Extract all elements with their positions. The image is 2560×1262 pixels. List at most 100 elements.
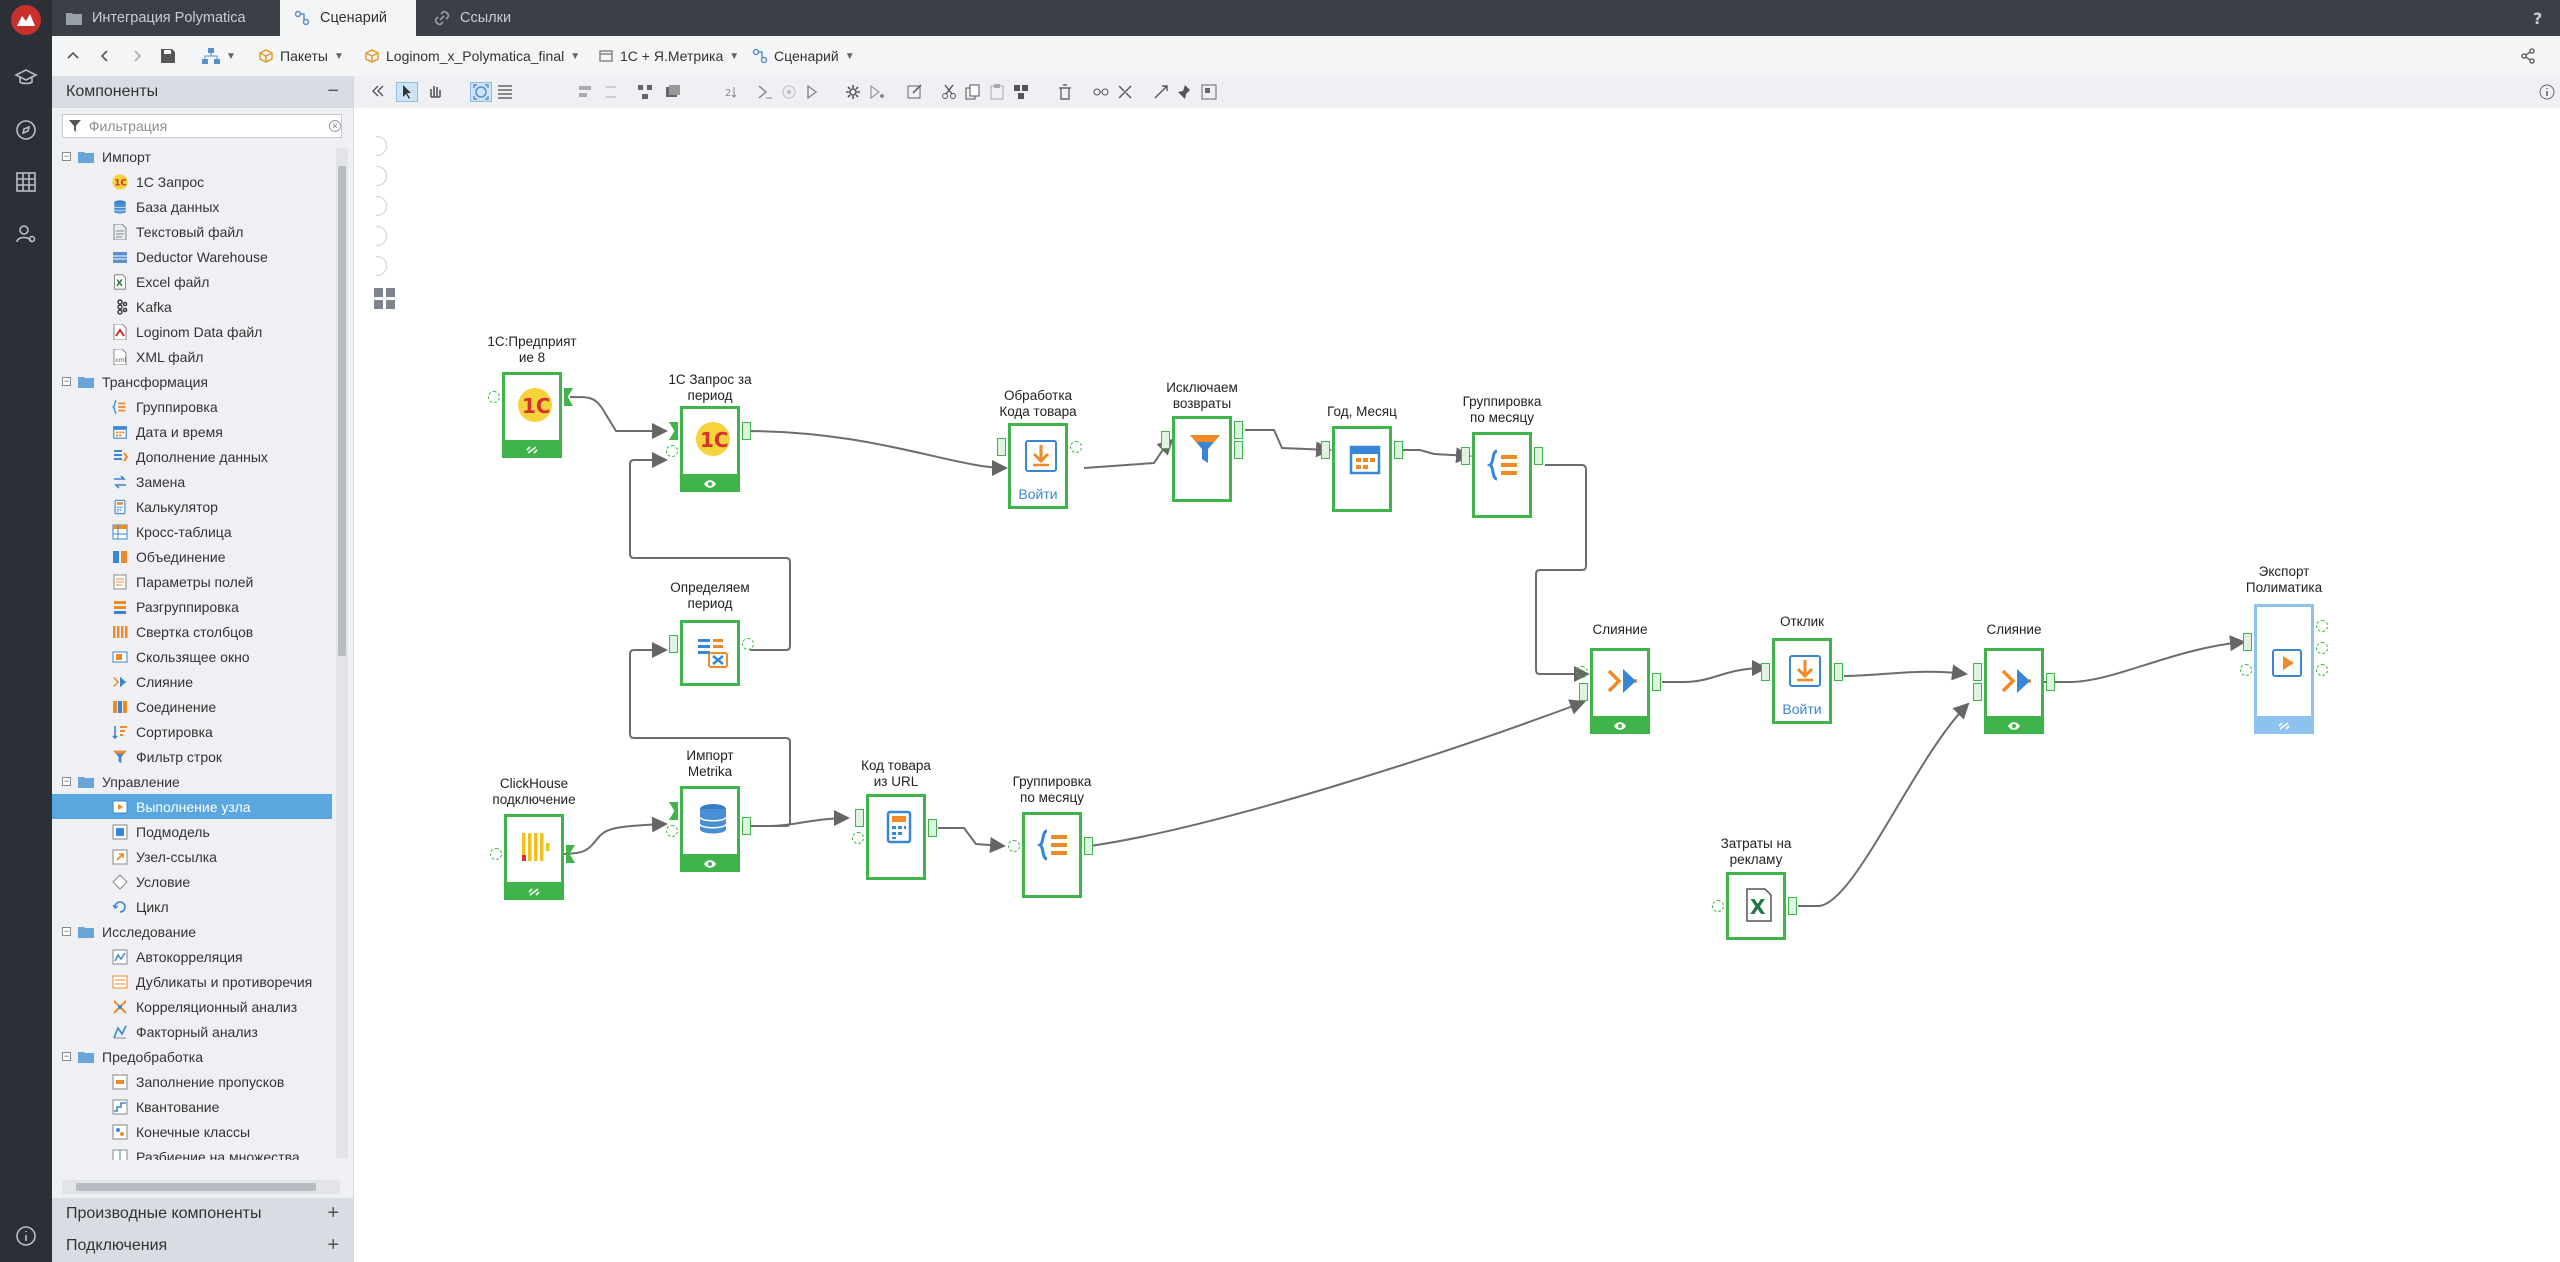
tree-item[interactable]: Сортировка [52,719,332,744]
save-icon[interactable] [160,36,176,76]
port[interactable] [1461,447,1470,465]
edge-connector[interactable] [1798,702,1970,907]
tree-item[interactable]: Цикл [52,894,332,919]
port[interactable] [1534,447,1543,465]
port-dashed[interactable] [1576,666,1588,678]
breadcrumb-packages[interactable]: Пакеты ▼ [258,36,344,76]
connections-header[interactable]: Подключения + [52,1230,353,1262]
port[interactable] [1579,683,1588,701]
clear-icon[interactable] [329,120,341,132]
edge-connector[interactable] [1083,438,1174,469]
edge-connector[interactable] [2042,635,2246,683]
node-nym[interactable] [1332,426,1392,512]
tree-item[interactable]: Группировка [52,394,332,419]
expand-icon[interactable]: + [327,1202,339,1224]
port[interactable] [1788,897,1797,915]
hand-pan-icon[interactable] [424,82,446,102]
horizontal-scrollbar[interactable] [62,1180,340,1194]
forward-arrow-icon[interactable] [130,36,144,76]
port-dashed[interactable] [490,848,502,860]
port[interactable] [1652,673,1661,691]
tab-scenario[interactable]: Сценарий [280,0,416,36]
edge-connector[interactable] [745,430,1008,476]
node-nads[interactable]: X [1726,872,1786,940]
run-icon[interactable] [802,82,824,102]
edge-connector[interactable] [569,396,668,439]
edge-connector[interactable] [1535,464,1590,682]
port[interactable] [742,422,751,440]
port[interactable] [928,819,937,837]
tree-item[interactable]: Параметры полей [52,569,332,594]
tree-group[interactable]: −Исследование [52,919,332,944]
derived-components-header[interactable]: Производные компоненты + [52,1198,353,1230]
tree-item[interactable]: Калькулятор [52,494,332,519]
breadcrumb-project[interactable]: Loginom_x_Polymatica_final ▼ [364,36,580,76]
edge-connector[interactable] [629,452,791,651]
sort-numbers-icon[interactable]: 2 [722,82,744,102]
tree-item[interactable]: Разбиение на множества [52,1144,332,1160]
node-footer[interactable] [504,882,564,900]
stop-icon[interactable] [778,82,800,102]
port[interactable] [1973,663,1982,681]
node-nurl[interactable] [866,794,926,880]
back-arrow-icon[interactable] [98,36,112,76]
tree-group[interactable]: −Импорт [52,144,332,169]
login-link[interactable]: Войти [1018,486,1058,502]
edge-connector[interactable] [559,816,668,855]
tree-item[interactable]: Кросс-таблица [52,519,332,544]
login-link[interactable]: Войти [1782,701,1822,717]
graduation-cap-icon[interactable] [10,62,42,94]
node-nexcl[interactable] [1172,416,1232,502]
tree-item[interactable]: Условие [52,869,332,894]
tree-item[interactable]: Подмодель [52,819,332,844]
unlink-icon[interactable] [1114,82,1136,102]
port-dashed[interactable] [2240,664,2252,676]
copy-icon[interactable] [962,82,984,102]
hierarchy-dropdown[interactable]: ▼ [202,36,236,76]
tree-group[interactable]: −Управление [52,769,332,794]
port-dashed[interactable] [2316,664,2328,676]
expander-minus-icon[interactable]: − [62,1051,71,1061]
edge-connector[interactable] [1662,660,1768,683]
port[interactable] [1761,663,1770,681]
edge-connector[interactable] [1089,699,1586,847]
stack-icon[interactable] [662,82,684,102]
port-dashed[interactable] [2316,620,2328,632]
share-icon[interactable] [2520,36,2536,76]
port-dashed[interactable] [1008,840,1020,852]
node-footer[interactable] [1984,716,2044,734]
help-icon[interactable]: ? [2528,8,2548,28]
port[interactable] [1973,683,1982,701]
tab-integration[interactable]: Интеграция Polymatica [52,0,276,36]
node-footer[interactable] [680,474,740,492]
filter-input[interactable] [86,117,330,135]
vertical-scrollbar[interactable] [336,148,348,1158]
port[interactable] [1394,441,1403,459]
tree-item[interactable]: Дополнение данных [52,444,332,469]
tree-item[interactable]: Квантование [52,1094,332,1119]
port-dashed[interactable] [2316,642,2328,654]
node-nm1[interactable] [1590,648,1650,734]
tree-item[interactable]: Фильтр строк [52,744,332,769]
port[interactable] [997,438,1006,456]
tree-item[interactable]: Выполнение узла [52,794,332,819]
pin-icon[interactable] [1174,82,1196,102]
collapse-panel-icon[interactable] [366,82,388,102]
node-footer[interactable] [2254,716,2314,734]
node-footer[interactable] [680,854,740,872]
tree-item[interactable]: Замена [52,469,332,494]
breadcrumb-module[interactable]: 1С + Я.Метрика ▼ [598,36,739,76]
duplicate-icon[interactable] [1010,82,1032,102]
node-ngr1[interactable] [1472,432,1532,518]
node-nch[interactable] [504,814,564,900]
tree-item[interactable]: Узел-ссылка [52,844,332,869]
tree-item[interactable]: Скользящее окно [52,644,332,669]
breadcrumb-scenario[interactable]: Сценарий ▼ [752,36,855,76]
port[interactable] [1234,421,1243,439]
grid-view-icon[interactable] [374,288,396,313]
edge-connector[interactable] [938,827,1006,853]
frame-icon[interactable] [1198,82,1220,102]
node-nmet[interactable] [680,786,740,872]
